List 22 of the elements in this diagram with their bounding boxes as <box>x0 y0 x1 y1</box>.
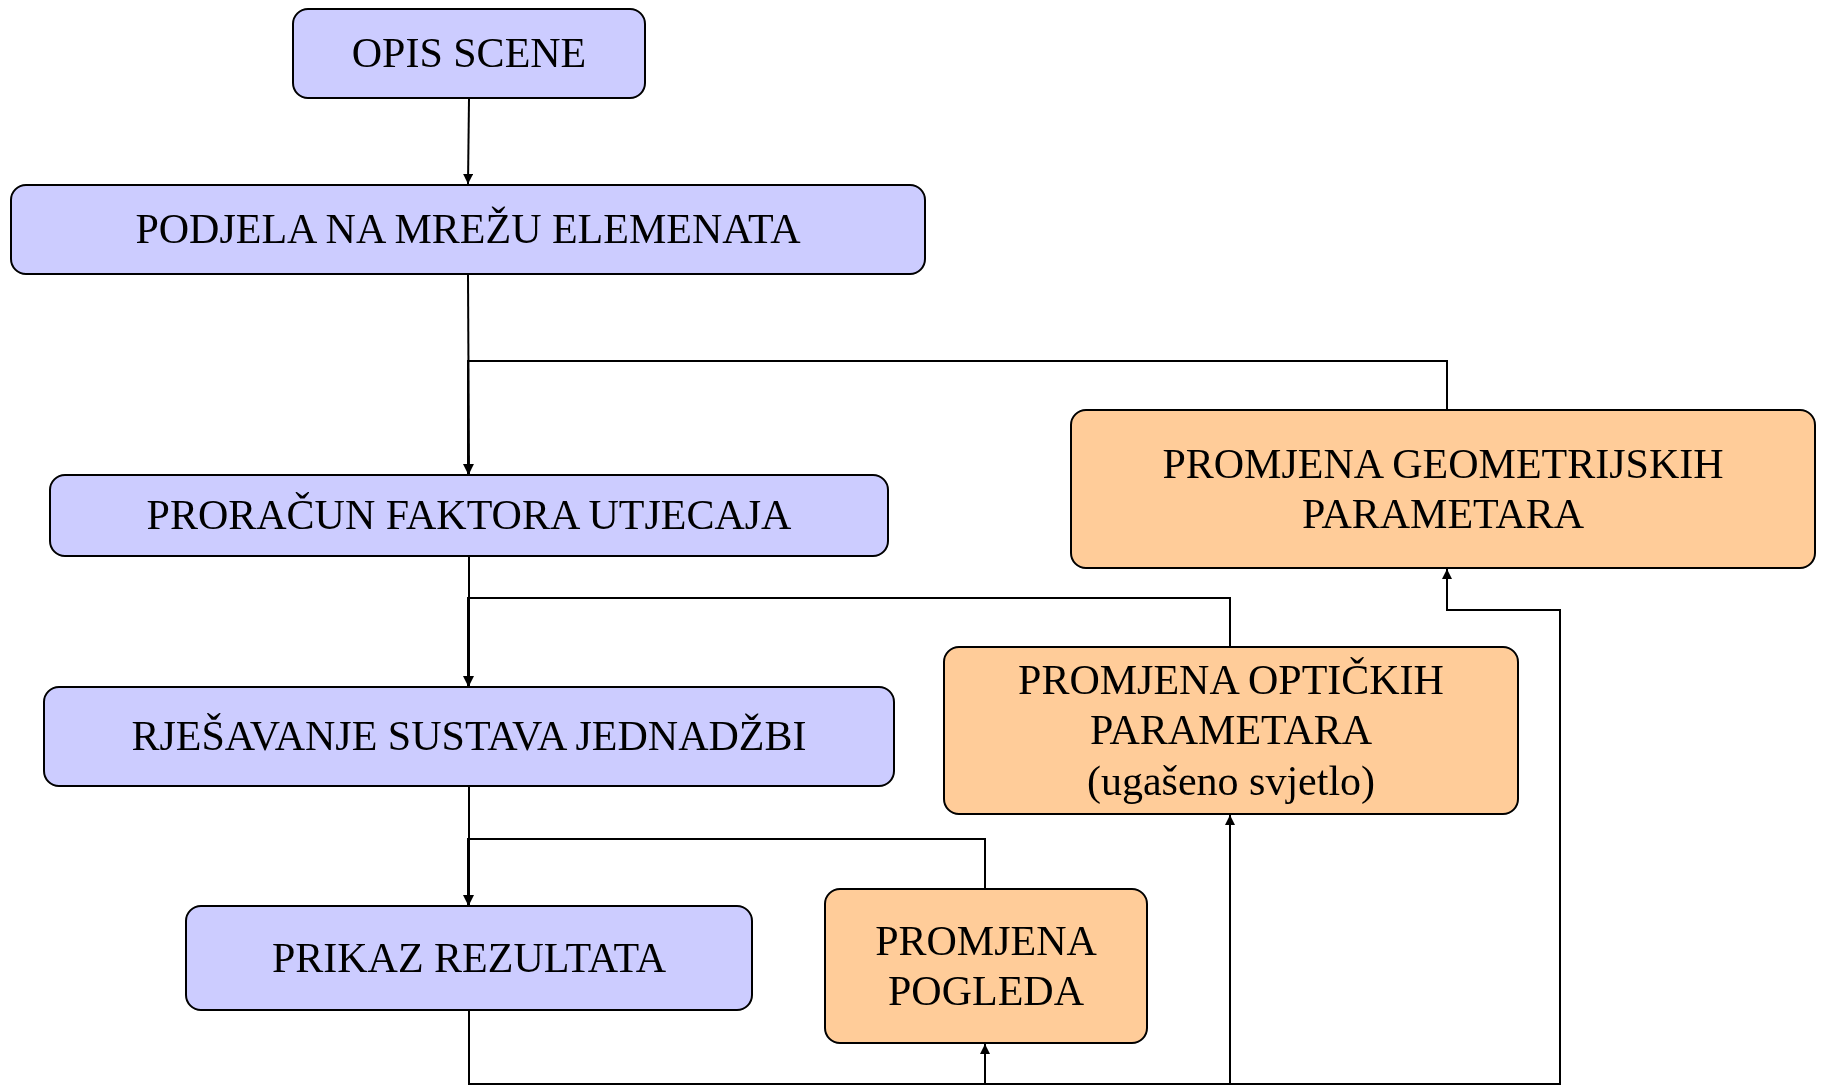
arrow <box>463 98 474 185</box>
arrow <box>463 597 1231 687</box>
box-note: (ugašeno svjetlo) <box>1085 756 1377 806</box>
box-label: PRORAČUN FAKTORA UTJECAJA <box>145 491 793 541</box>
arrow <box>463 838 986 906</box>
box-label: RJEŠAVANJE SUSTAVA JEDNADŽBI <box>130 712 808 762</box>
box-label: PRIKAZ REZULTATA <box>270 933 668 983</box>
process-box <box>43 686 895 787</box>
arrow <box>463 360 1448 475</box>
box-label: PROMJENA GEOMETRIJSKIH PARAMETARA <box>1161 439 1725 539</box>
arrow <box>468 568 1561 1085</box>
process-box <box>185 905 753 1011</box>
process-box <box>1070 409 1816 569</box>
process-box <box>10 184 926 275</box>
process-box <box>824 888 1148 1044</box>
box-label: PODJELA NA MREŽU ELEMENATA <box>134 205 802 255</box>
box-label: PROMJENA POGLEDA <box>874 916 1098 1016</box>
process-box <box>943 646 1519 815</box>
process-box <box>292 8 646 99</box>
process-box <box>49 474 889 557</box>
box-label: PROMJENA OPTIČKIH PARAMETARA <box>1017 655 1445 756</box>
box-label: OPIS SCENE <box>350 29 588 79</box>
